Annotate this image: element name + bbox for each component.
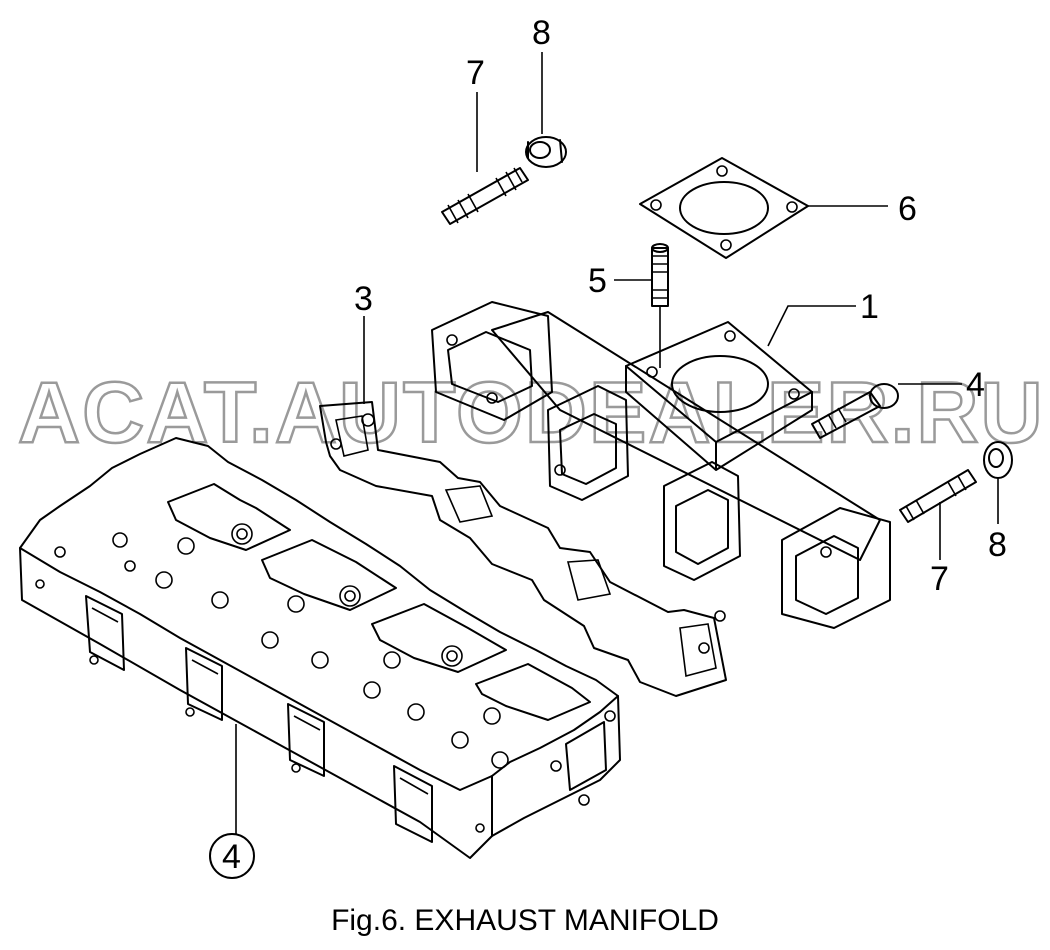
callout-8-top: 8 bbox=[532, 14, 551, 52]
bolt-4 bbox=[811, 383, 962, 439]
callout-3: 3 bbox=[354, 280, 373, 318]
stud-7-top bbox=[441, 92, 529, 225]
callout-4-head: 4 bbox=[222, 838, 241, 876]
stud-5 bbox=[614, 243, 669, 368]
manifold-gasket-3 bbox=[319, 316, 727, 697]
callout-7-right: 7 bbox=[930, 560, 949, 598]
nut-8-right bbox=[983, 441, 1013, 524]
callout-8-right: 8 bbox=[988, 526, 1007, 564]
callout-5: 5 bbox=[588, 262, 607, 300]
watermark: ACAT.AUTODEALER.RU bbox=[18, 365, 1045, 461]
gasket-6 bbox=[639, 157, 888, 259]
exhaust-manifold-1 bbox=[431, 301, 891, 629]
callout-4-bolt: 4 bbox=[966, 366, 985, 404]
callout-7-top: 7 bbox=[466, 54, 485, 92]
nut-8-top bbox=[525, 52, 567, 168]
stud-7-right bbox=[899, 469, 977, 560]
callout-6: 6 bbox=[898, 190, 917, 228]
figure-caption: Fig.6. EXHAUST MANIFOLD bbox=[331, 904, 719, 937]
cylinder-head bbox=[19, 437, 621, 879]
callout-1: 1 bbox=[860, 288, 879, 326]
